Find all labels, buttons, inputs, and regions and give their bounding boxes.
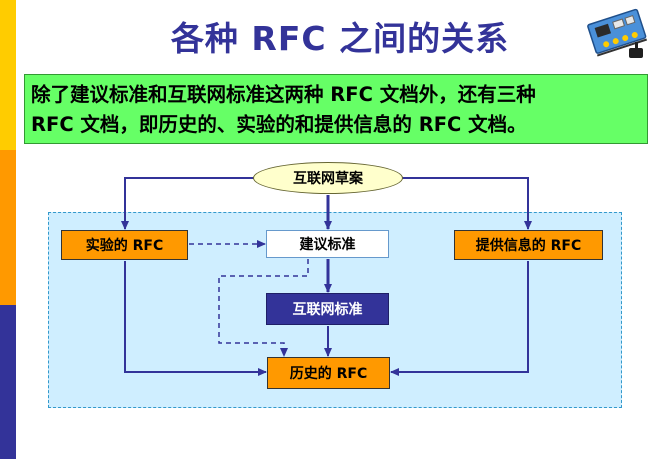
informational-rfc-node: 提供信息的 RFC (454, 230, 603, 260)
sidebar-stripe-yellow (0, 0, 16, 150)
historic-rfc-node: 历史的 RFC (267, 357, 390, 389)
intro-text-box: 除了建议标准和互联网标准这两种 RFC 文档外，还有三种 RFC 文档，即历史的… (24, 74, 648, 144)
internet-standard-node: 互联网标准 (266, 293, 389, 325)
edge-proposed-to-historic-dashed (218, 259, 309, 357)
edge-draft-to-experimental (121, 177, 254, 230)
edge-draft-to-informational (402, 177, 532, 230)
circuit-board-icon (587, 8, 648, 58)
sidebar-stripe-navy (0, 305, 16, 459)
experimental-rfc-node: 实验的 RFC (61, 230, 188, 260)
edge-informational-to-historic (390, 261, 529, 376)
internet-draft-node: 互联网草案 (253, 162, 403, 194)
intro-line-1: 除了建议标准和互联网标准这两种 RFC 文档外，还有三种 (31, 83, 536, 106)
proposed-standard-node: 建议标准 (266, 230, 389, 258)
slide-title: 各种 RFC 之间的关系 (170, 19, 510, 58)
edge-experimental-to-historic (124, 261, 267, 376)
intro-line-2: RFC 文档，即历史的、实验的和提供信息的 RFC 文档。 (31, 113, 527, 136)
sidebar-stripe-orange (0, 150, 16, 305)
